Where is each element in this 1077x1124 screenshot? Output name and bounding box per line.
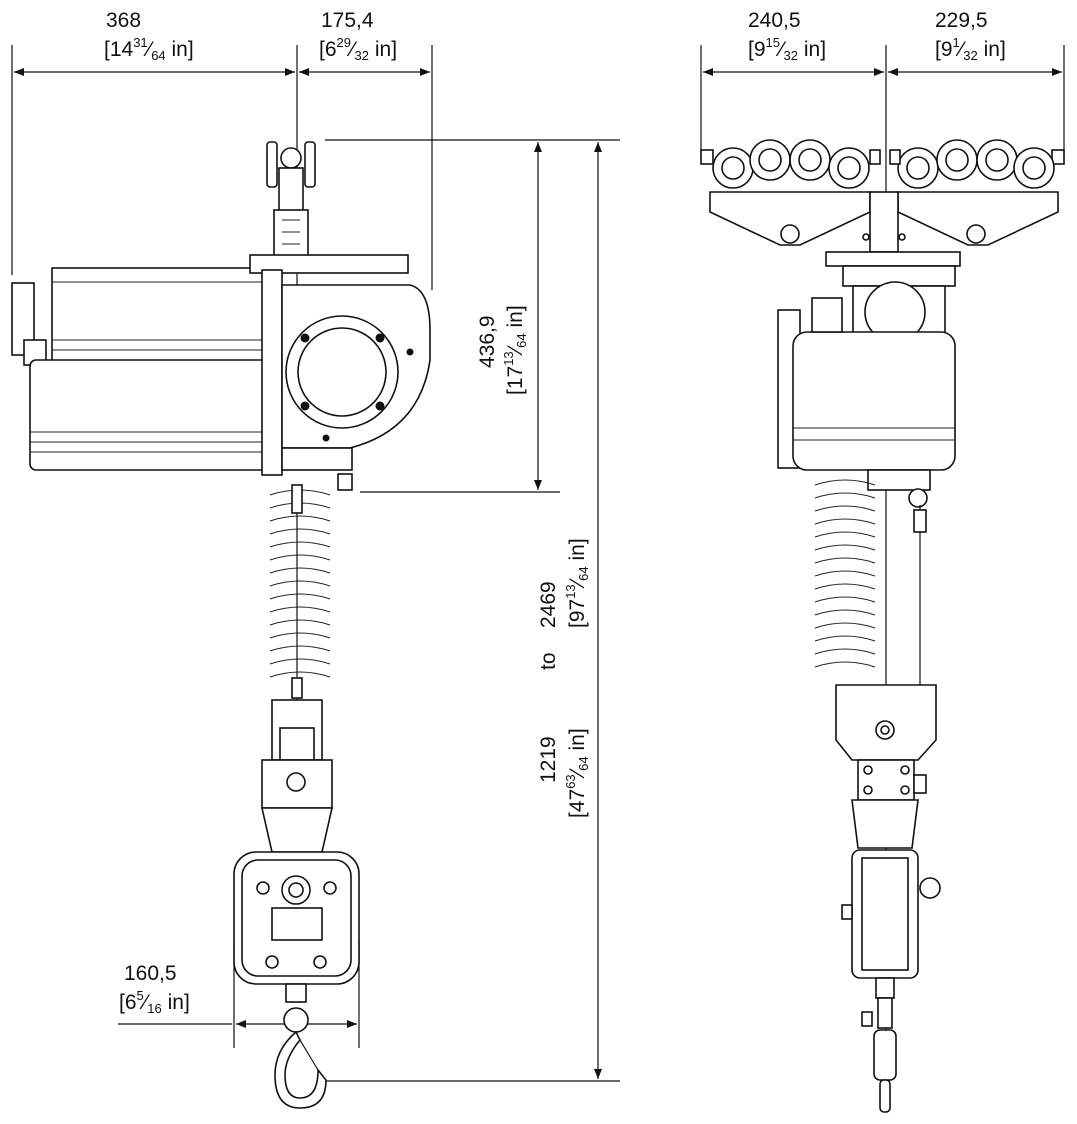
front-control-handle	[841, 849, 941, 999]
coiled-cable-front	[814, 479, 927, 685]
front-load-hook	[861, 997, 897, 1113]
motor-housing	[11, 267, 271, 471]
trolley-hanger	[266, 141, 316, 257]
load-hook	[274, 983, 327, 1109]
dim-height-min-in: [4763⁄64 in]	[563, 728, 591, 818]
dim-trolley-left-in: [915⁄32 in]	[748, 35, 826, 63]
coiled-cable	[269, 484, 331, 700]
trolley-plates	[709, 191, 1059, 267]
dimension-labels: 368 [1431⁄64 in] 175,4 [629⁄32 in] 240,5…	[104, 9, 1006, 1016]
front-lower-bracket	[835, 684, 937, 849]
trolley-wheels	[700, 139, 1065, 189]
dim-height-max-mm: 2469	[537, 581, 560, 628]
dim-height-body-mm: 436,9	[476, 315, 499, 368]
dim-width-right-in: [629⁄32 in]	[319, 35, 397, 63]
dim-handle-width-mm: 160,5	[124, 962, 177, 985]
control-handle	[233, 851, 360, 985]
dim-height-min-mm: 1219	[537, 736, 560, 783]
dim-handle-width-in: [65⁄16 in]	[119, 988, 190, 1016]
dim-height-body-in: [1713⁄64 in]	[501, 305, 529, 395]
dim-width-right-mm: 175,4	[321, 9, 374, 32]
dim-trolley-left-mm: 240,5	[748, 9, 801, 32]
dim-width-left-in: [1431⁄64 in]	[104, 35, 194, 63]
hoist-front-view	[700, 139, 1065, 1113]
dim-width-left-mm: 368	[106, 9, 141, 32]
lower-bracket	[260, 699, 334, 853]
dim-height-max-in: [9713⁄64 in]	[563, 538, 591, 628]
gearbox-housing	[249, 254, 431, 491]
dim-trolley-right-mm: 229,5	[935, 9, 988, 32]
hoist-body-front	[777, 265, 956, 508]
dim-trolley-right-in: [91⁄32 in]	[935, 35, 1006, 63]
hoist-side-view	[11, 141, 431, 1109]
dim-range-word: to	[537, 652, 560, 670]
